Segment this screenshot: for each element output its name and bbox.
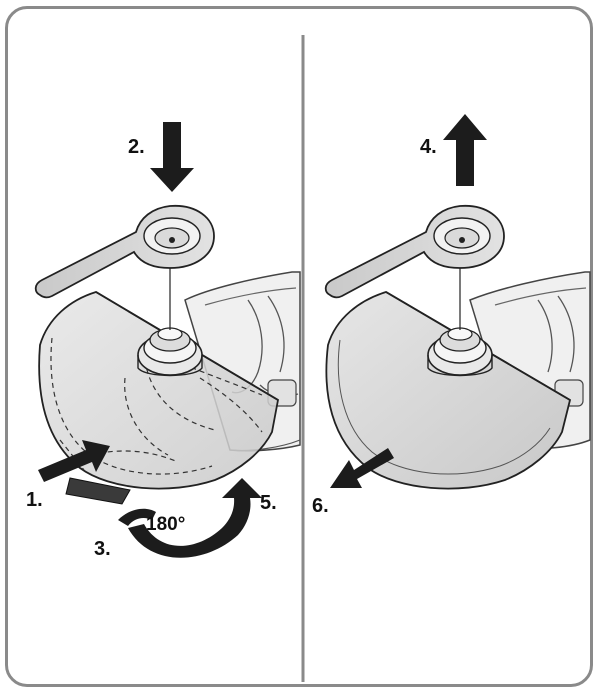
wheel-guard bbox=[325, 291, 572, 490]
arrow-up-icon bbox=[443, 114, 487, 186]
spindle-flange bbox=[427, 327, 493, 377]
right-panel: 4. 6. bbox=[312, 114, 591, 517]
arrow-remove-icon bbox=[330, 448, 394, 488]
step-label-1: 1. bbox=[26, 489, 43, 511]
wheel-guard bbox=[38, 291, 280, 505]
step-label-5: 5. bbox=[260, 492, 277, 514]
arrow-insert-icon bbox=[38, 440, 110, 482]
step-label-6: 6. bbox=[312, 495, 329, 517]
left-panel: 2. 1. 3. 5. 180° bbox=[26, 122, 301, 560]
spanner-wrench-icon bbox=[34, 205, 215, 299]
step-label-4: 4. bbox=[420, 136, 437, 158]
spindle-flange bbox=[137, 327, 203, 377]
arrow-down-icon bbox=[150, 122, 194, 192]
rotation-arrow-icon bbox=[118, 508, 156, 526]
spanner-wrench-icon bbox=[324, 205, 505, 299]
rotation-angle-label: 180° bbox=[146, 514, 185, 535]
step-label-3: 3. bbox=[94, 538, 111, 560]
step-label-2: 2. bbox=[128, 136, 145, 158]
rotation-arrow-icon bbox=[128, 478, 262, 558]
